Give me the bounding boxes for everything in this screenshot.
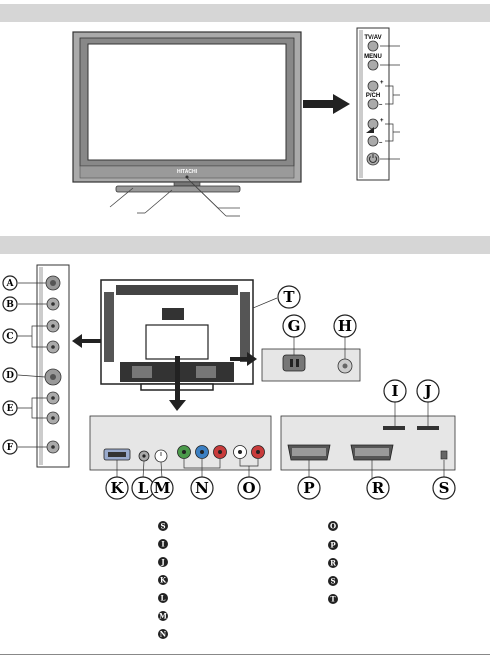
tv-av-button-icon: [367, 40, 379, 52]
legend-left-badge-5: L: [161, 594, 166, 603]
channel-down-button-icon: [367, 98, 379, 110]
rear-label-h: H: [338, 317, 352, 335]
scart2-port-icon: [350, 444, 394, 461]
side-label-f: F: [7, 443, 14, 453]
side-label-a: A: [6, 279, 15, 289]
arrow-right-small-icon: [230, 352, 257, 366]
scart1-port-icon: [287, 444, 331, 461]
pch-minus-sign: –: [379, 102, 383, 108]
side-connector-panel: [16, 264, 70, 468]
side-label-d: D: [6, 371, 14, 381]
service-jack-icon: [154, 449, 168, 463]
legend-right-badge-3: R: [330, 559, 336, 568]
ci-slot-i-icon: [383, 426, 405, 430]
legend-left-badge-6: M: [159, 612, 167, 621]
legend-right-badge-5: T: [330, 595, 336, 604]
component-pb-jack-icon: [195, 445, 209, 459]
side-jack-f-icon: [46, 440, 60, 454]
side-label-e: E: [7, 404, 14, 414]
vga-port-icon: [103, 448, 131, 461]
bottom-rule: [0, 654, 490, 655]
rear-label-m: M: [154, 479, 171, 497]
rear-label-i: I: [391, 382, 398, 400]
rear-scart-connector-panel: [280, 401, 456, 478]
rear-label-p: P: [303, 479, 314, 497]
pch-plus-sign: +: [380, 80, 384, 86]
legend-right-badge-2: P: [330, 541, 336, 550]
legend-right-badge-1: O: [330, 522, 336, 531]
arrow-left-icon: [72, 334, 102, 348]
vol-plus-sign: +: [380, 118, 384, 124]
legend-left-badge-3: J: [160, 558, 165, 567]
legend-left-badge-1: S: [160, 522, 165, 531]
ci-slot-j-icon: [417, 426, 439, 430]
side-jack-c2-icon: [46, 340, 60, 354]
legend-left-badge-4: K: [160, 576, 167, 585]
side-jack-e2-icon: [46, 411, 60, 425]
rear-av-connector-panel: [89, 415, 272, 479]
pc-audio-jack-icon: [138, 450, 150, 462]
rear-label-t: T: [283, 288, 295, 306]
front-button-panel: TV/AV MENU P/CH + – + –: [356, 27, 400, 181]
button-label-p-ch: P/CH: [366, 93, 380, 99]
button-label-menu: MENU: [364, 54, 382, 60]
side-jack-b-icon: [46, 297, 60, 311]
side-jack-a-icon: [45, 275, 61, 291]
audio-right-jack-icon: [251, 445, 265, 459]
volume-down-button-icon: [367, 135, 379, 147]
channel-up-button-icon: [367, 80, 379, 92]
side-jack-d-icon: [44, 368, 62, 386]
rear-label-s: S: [439, 479, 450, 497]
legend-left-badge-2: I: [161, 540, 164, 549]
side-label-c: C: [6, 332, 13, 342]
switch-s-icon: [440, 450, 448, 460]
component-pr-jack-icon: [213, 445, 227, 459]
tv-front-illustration: HITACHI: [72, 31, 302, 217]
tv-rear-illustration: [100, 279, 278, 391]
top-section-band: [0, 4, 490, 22]
legend-right-badge-4: S: [330, 577, 335, 586]
power-button-icon: [366, 152, 380, 166]
rear-label-r: R: [372, 479, 385, 497]
side-label-b: B: [6, 300, 14, 310]
rear-label-o: O: [242, 479, 255, 497]
rear-label-k: K: [110, 479, 124, 497]
vol-minus-sign: –: [379, 140, 383, 146]
middle-section-band: [0, 236, 490, 254]
power-antenna-panel: [261, 337, 361, 382]
tv-brand-logo: HITACHI: [177, 169, 198, 175]
audio-left-jack-icon: [233, 445, 247, 459]
rear-label-l: L: [138, 479, 149, 497]
button-label-tv-av: TV/AV: [364, 35, 381, 41]
side-jack-e1-icon: [46, 391, 60, 405]
rear-label-j: J: [422, 382, 431, 400]
menu-button-icon: [367, 59, 379, 71]
rear-label-g: G: [288, 317, 301, 335]
component-y-jack-icon: [177, 445, 191, 459]
arrow-right-icon: [303, 94, 350, 114]
volume-up-button-icon: [367, 118, 379, 130]
arrow-down-icon: [169, 356, 186, 411]
rear-label-n: N: [195, 479, 209, 497]
side-jack-c1-icon: [46, 319, 60, 333]
legend-left-badge-7: N: [160, 630, 167, 639]
